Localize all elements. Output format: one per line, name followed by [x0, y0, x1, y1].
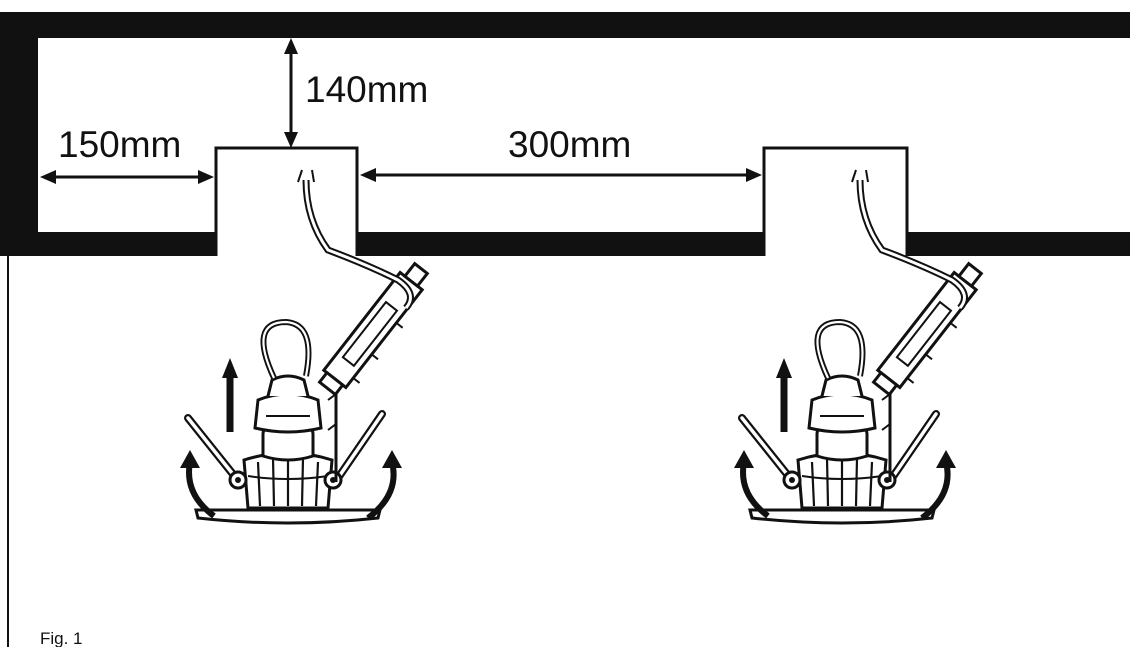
dimension-arrow-150	[40, 170, 214, 184]
cutout-left	[214, 146, 359, 256]
cutout-right	[762, 146, 909, 256]
dimension-label-300: 300mm	[508, 124, 631, 165]
ceiling-void	[0, 12, 1130, 647]
figure-caption: Fig. 1	[40, 629, 83, 647]
dimension-label-140: 140mm	[305, 69, 428, 110]
downlight-fitting-left	[180, 170, 438, 523]
downlight-fitting-right	[734, 170, 992, 523]
dimension-arrow-140	[284, 38, 298, 148]
dimension-label-150: 150mm	[58, 124, 181, 165]
dimension-arrow-300	[360, 168, 762, 182]
